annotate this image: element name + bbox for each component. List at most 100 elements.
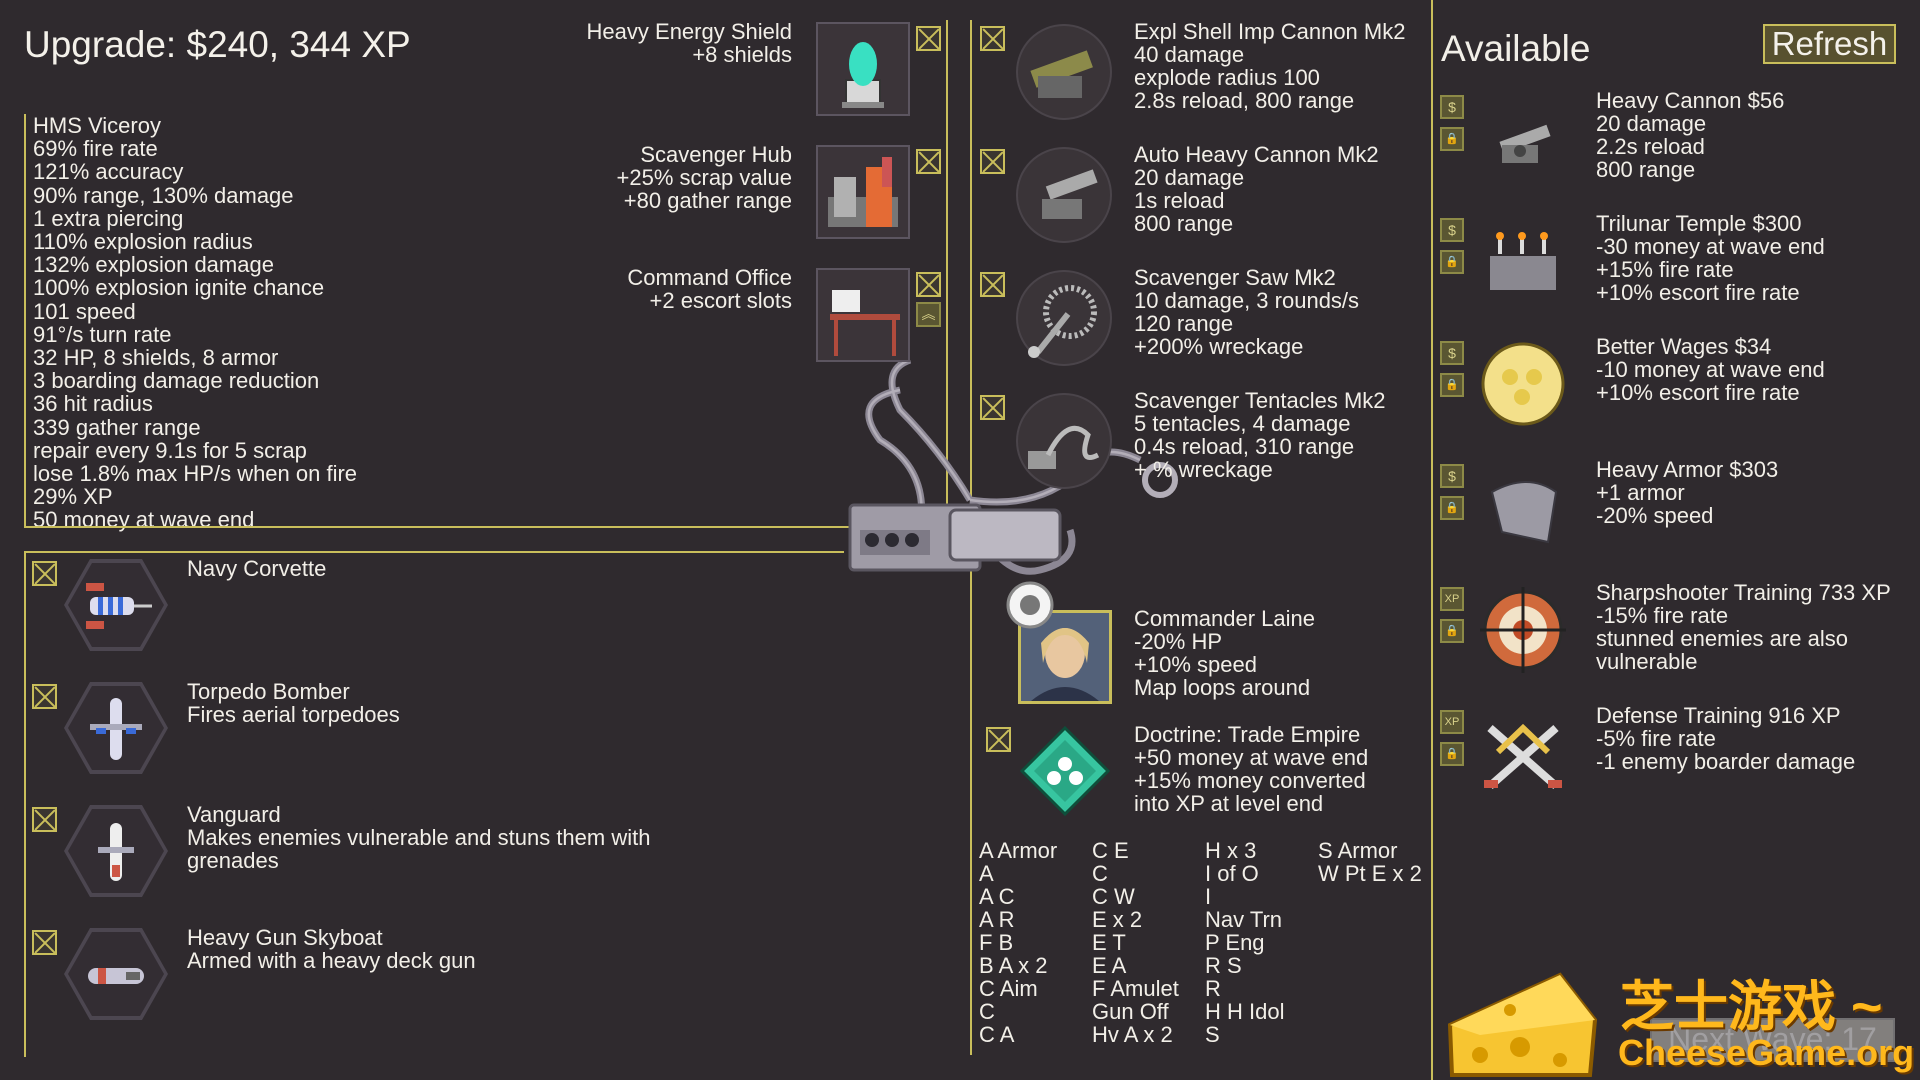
- watermark-cn: 芝士游戏 ~: [1620, 977, 1883, 1037]
- module-icon: [816, 145, 910, 239]
- column-divider: [946, 20, 948, 528]
- next-wave-button[interactable]: Next Wave: 17: [1650, 1018, 1895, 1062]
- lock-icon[interactable]: 🔒: [1440, 373, 1464, 397]
- module-name: Scavenger Hub: [640, 142, 792, 167]
- stat-line: 121% accuracy: [33, 159, 184, 185]
- chevron-up-icon[interactable]: ︽: [916, 302, 941, 327]
- available-item-icon[interactable]: [1478, 462, 1568, 557]
- doctrine-name: Doctrine: Trade Empire: [1134, 722, 1361, 747]
- weapon-desc: 40 damage: [1134, 42, 1245, 67]
- xp-icon: XP: [1440, 710, 1464, 734]
- available-item-name: Heavy Armor $303: [1596, 457, 1779, 482]
- available-item-desc: -15% fire rate: [1596, 603, 1729, 628]
- stat-line: 110% explosion radius: [33, 229, 253, 255]
- available-item-desc: vulnerable: [1596, 649, 1698, 674]
- code-entry: C: [979, 999, 995, 1024]
- module-name: Heavy Energy Shield: [586, 19, 792, 44]
- code-entry: I of O: [1205, 861, 1259, 886]
- ship-schematic: [840, 330, 1180, 635]
- weapon-desc: 2.8s reload, 800 range: [1134, 88, 1355, 113]
- escort-checkbox[interactable]: [32, 930, 57, 955]
- weapon-desc: +200% wreckage: [1134, 334, 1304, 359]
- weapon-checkbox[interactable]: [980, 149, 1005, 174]
- available-item-icon[interactable]: [1478, 708, 1568, 803]
- commander-desc: -20% HP: [1134, 629, 1223, 654]
- available-item-desc: 800 range: [1596, 157, 1696, 182]
- escort-checkbox[interactable]: [32, 561, 57, 586]
- lock-icon[interactable]: 🔒: [1440, 250, 1464, 274]
- weapon-checkbox[interactable]: [980, 272, 1005, 297]
- module-checkbox[interactable]: [916, 272, 941, 297]
- code-entry: R: [1205, 976, 1221, 1001]
- available-item-icon[interactable]: [1478, 93, 1568, 188]
- available-item-icon[interactable]: [1478, 216, 1568, 311]
- weapon-desc: + % wreckage: [1134, 457, 1273, 482]
- lock-icon[interactable]: 🔒: [1440, 619, 1464, 643]
- cheese-logo-icon: [1440, 965, 1600, 1080]
- available-item-name: Better Wages $34: [1596, 334, 1772, 359]
- stat-line: 29% XP: [33, 484, 113, 510]
- commander-desc: +10% speed: [1134, 652, 1257, 677]
- escort-checkbox[interactable]: [32, 807, 57, 832]
- module-checkbox[interactable]: [916, 149, 941, 174]
- weapon-desc: 20 damage: [1134, 165, 1245, 190]
- stat-line: repair every 9.1s for 5 scrap: [33, 437, 307, 463]
- code-entry: P Eng: [1205, 930, 1265, 955]
- available-title: Available: [1441, 28, 1591, 69]
- available-item-name: Defense Training 916 XP: [1596, 703, 1841, 728]
- module-desc: +8 shields: [692, 42, 792, 67]
- code-entry: Hv A x 2: [1092, 1022, 1173, 1047]
- doctrine-desc: +50 money at wave end: [1134, 745, 1369, 770]
- available-item-icon[interactable]: [1478, 585, 1568, 680]
- weapon-desc: 800 range: [1134, 211, 1234, 236]
- stat-line: 32 HP, 8 shields, 8 armor: [33, 345, 279, 371]
- lock-icon[interactable]: 🔒: [1440, 127, 1464, 151]
- code-entry: B A x 2: [979, 953, 1048, 978]
- available-item-icon[interactable]: [1478, 339, 1568, 434]
- module-icon: [816, 268, 910, 362]
- xp-icon: XP: [1440, 587, 1464, 611]
- escort-name: Vanguard: [187, 802, 281, 827]
- weapon-desc: 10 damage, 3 rounds/s: [1134, 288, 1360, 313]
- commander-portrait: [1018, 610, 1112, 704]
- stat-line: 69% fire rate: [33, 136, 158, 162]
- code-entry: Nav Trn: [1205, 907, 1283, 932]
- doctrine-desc: +15% money converted: [1134, 768, 1366, 793]
- available-item-desc: -30 money at wave end: [1596, 234, 1825, 259]
- code-entry: C W: [1092, 884, 1135, 909]
- stat-line: 339 gather range: [33, 414, 201, 440]
- weapon-checkbox[interactable]: [980, 395, 1005, 420]
- module-icon: [816, 22, 910, 116]
- module-desc: +25% scrap value: [616, 165, 793, 190]
- weapon-checkbox[interactable]: [980, 26, 1005, 51]
- code-entry: S: [1205, 1022, 1220, 1047]
- available-item-desc: stunned enemies are also: [1596, 626, 1848, 651]
- refresh-button[interactable]: Refresh: [1763, 24, 1896, 64]
- escort-checkbox[interactable]: [32, 684, 57, 709]
- stat-line: 100% explosion ignite chance: [33, 275, 325, 301]
- weapon-name: Auto Heavy Cannon Mk2: [1134, 142, 1379, 167]
- code-entry: E A: [1092, 953, 1127, 978]
- stat-line: 91°/s turn rate: [33, 321, 172, 347]
- lock-icon[interactable]: 🔒: [1440, 742, 1464, 766]
- code-entry: C E: [1092, 838, 1129, 863]
- module-checkbox[interactable]: [916, 26, 941, 51]
- stats-bottom-line: [24, 526, 844, 528]
- escorts-panel: [24, 551, 844, 1057]
- escort-name: Navy Corvette: [187, 556, 327, 581]
- doctrine-desc: into XP at level end: [1134, 791, 1324, 816]
- available-item-name: Trilunar Temple $300: [1596, 211, 1802, 236]
- available-item-desc: 20 damage: [1596, 111, 1707, 136]
- money-icon: $: [1440, 218, 1464, 242]
- escort-name: Torpedo Bomber: [187, 679, 350, 704]
- available-item-desc: +10% escort fire rate: [1596, 380, 1800, 405]
- module-desc: +2 escort slots: [649, 288, 792, 313]
- stat-line: 1 extra piercing: [33, 205, 184, 231]
- doctrine-checkbox[interactable]: [986, 727, 1011, 752]
- lock-icon[interactable]: 🔒: [1440, 496, 1464, 520]
- commander-desc: Map loops around: [1134, 675, 1311, 700]
- code-entry: I: [1205, 884, 1212, 909]
- code-entry: A Armor: [979, 838, 1058, 863]
- stat-line: 132% explosion damage: [33, 252, 274, 278]
